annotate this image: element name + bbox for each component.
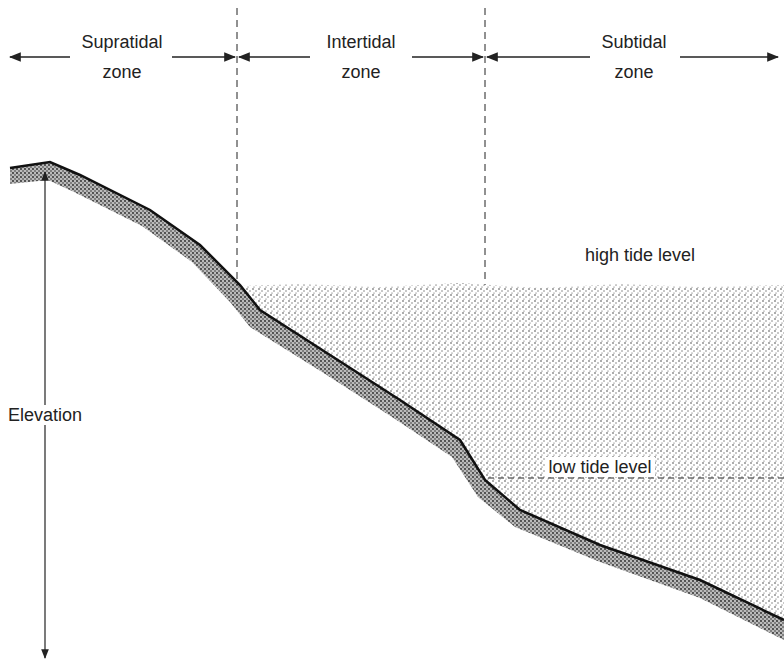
label-patch: Elevation bbox=[5, 405, 85, 425]
zone-arrows bbox=[10, 56, 778, 58]
axis-label: Elevation bbox=[5, 400, 85, 430]
label-patch: low tide level bbox=[545, 457, 654, 477]
zone-label: Intertidal zone bbox=[311, 27, 411, 87]
tide-label: high tide level bbox=[560, 240, 720, 270]
ground-band bbox=[10, 162, 784, 640]
low-tide-line bbox=[488, 478, 784, 479]
zone-divider bbox=[237, 8, 238, 285]
ground-line bbox=[10, 162, 784, 620]
zone-divider bbox=[485, 8, 486, 285]
tide-label: low tide level bbox=[545, 452, 654, 482]
zone-label: Subtidal zone bbox=[584, 27, 684, 87]
water bbox=[240, 283, 784, 620]
zone-label: Supratidal zone bbox=[72, 27, 172, 87]
